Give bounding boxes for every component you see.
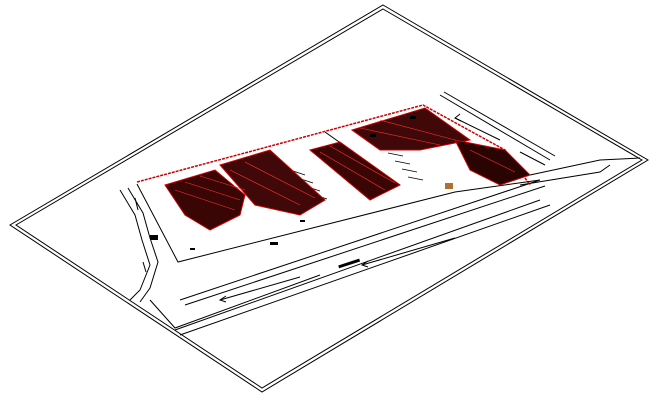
building-center [308, 141, 401, 201]
roads [119, 91, 641, 336]
site-markers [150, 116, 453, 269]
building-center-west [219, 149, 326, 216]
direction-arrows [134, 113, 546, 303]
building-details [174, 119, 516, 211]
building-blocks [164, 107, 531, 231]
building-north [350, 107, 472, 151]
outer-border [9, 4, 649, 393]
building-east [454, 139, 531, 186]
